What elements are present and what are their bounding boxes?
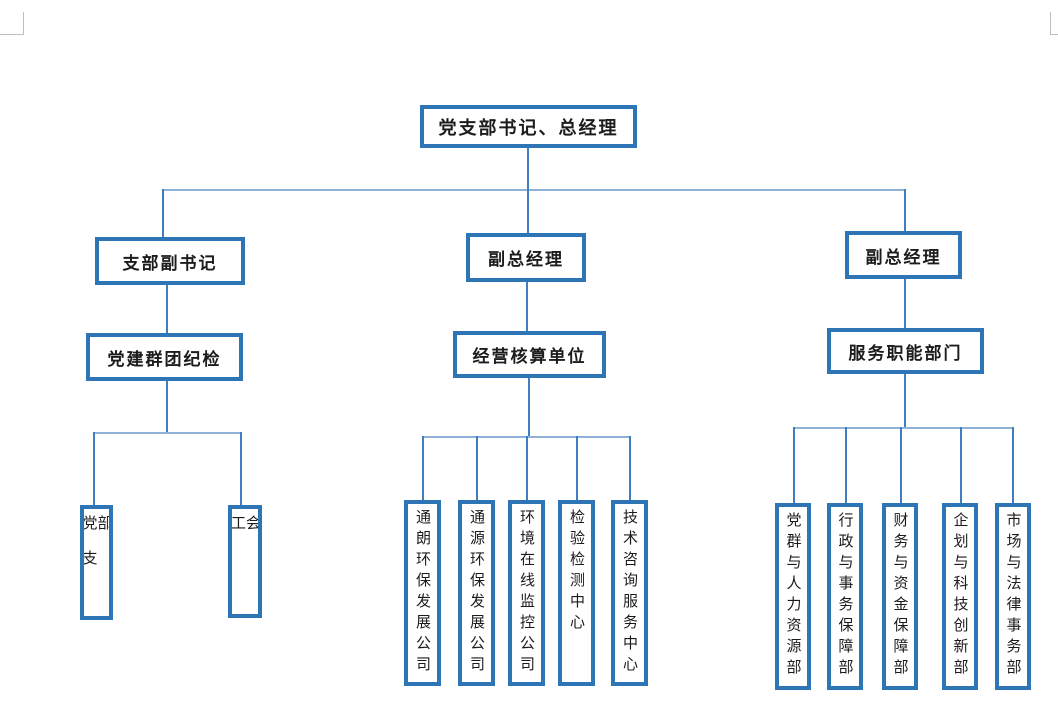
org-box-unit-label: 党支部 (80, 515, 113, 585)
page-margin-mark-top-right-horizontal (1050, 34, 1058, 35)
org-box-unit-tonglang[interactable]: 通朗环保发展公司 (404, 500, 441, 686)
org-box-dept-right[interactable]: 服务职能部门 (827, 328, 984, 374)
connector-right-manager-dept (904, 279, 906, 328)
org-box-unit-party-branch[interactable]: 党支部 (80, 505, 113, 620)
connector-mid-drop-5 (629, 436, 631, 500)
connector-right-dept-stem (904, 374, 906, 428)
org-box-unit-label: 市场与法律事务部 (1004, 512, 1023, 680)
org-box-unit-labor-union[interactable]: 工会 (228, 505, 262, 618)
connector-drop-right-manager (904, 189, 906, 231)
org-box-unit-admin-affairs[interactable]: 行政与事务保障部 (827, 503, 863, 690)
org-box-unit-label: 工会 (229, 515, 262, 576)
org-box-unit-tongyuan[interactable]: 通源环保发展公司 (458, 500, 495, 686)
connector-root-stem (527, 148, 529, 190)
org-box-unit-label: 通朗环保发展公司 (414, 509, 432, 677)
org-box-manager-mid[interactable]: 副总经理 (466, 233, 586, 282)
connector-drop-mid-manager (527, 189, 529, 233)
connector-right-drop-1 (793, 427, 795, 503)
connector-mid-drop-2 (476, 436, 478, 500)
org-box-unit-planning-tech[interactable]: 企划与科技创新部 (942, 503, 978, 690)
org-box-unit-label: 检验检测中心 (568, 509, 586, 635)
connector-left-rail (93, 432, 241, 434)
connector-right-rail (793, 427, 1013, 429)
org-box-unit-label: 环境在线监控公司 (518, 509, 536, 677)
page-margin-mark-top-left-horizontal (0, 34, 24, 35)
org-box-unit-label: 行政与事务保障部 (836, 512, 855, 680)
connector-right-drop-5 (1012, 427, 1014, 503)
connector-left-drop-1 (93, 432, 95, 505)
connector-mid-drop-1 (422, 436, 424, 500)
org-box-unit-tech-consulting[interactable]: 技术咨询服务中心 (611, 500, 648, 686)
page-margin-mark-top-left-vertical (23, 12, 24, 35)
org-box-manager-left[interactable]: 支部副书记 (95, 237, 245, 285)
connector-left-drop-2 (240, 432, 242, 505)
connector-left-dept-stem (166, 381, 168, 433)
connector-mid-drop-3 (526, 436, 528, 500)
connector-left-manager-dept (166, 285, 168, 333)
org-box-unit-party-hr[interactable]: 党群与人力资源部 (775, 503, 811, 690)
connector-right-drop-2 (845, 427, 847, 503)
org-box-unit-label: 通源环保发展公司 (468, 509, 486, 677)
org-box-unit-env-monitoring[interactable]: 环境在线监控公司 (508, 500, 545, 686)
org-box-dept-left[interactable]: 党建群团纪检 (86, 333, 243, 381)
page-margin-mark-top-right-vertical (1050, 12, 1051, 35)
org-box-unit-label: 企划与科技创新部 (951, 512, 970, 680)
org-box-unit-label: 技术咨询服务中心 (621, 509, 639, 677)
connector-level1-rail (162, 189, 905, 191)
org-box-root[interactable]: 党支部书记、总经理 (420, 105, 637, 148)
connector-mid-manager-dept (526, 282, 528, 331)
connector-mid-dept-stem (528, 378, 530, 437)
org-box-dept-mid[interactable]: 经营核算单位 (453, 331, 606, 378)
org-box-unit-label: 党群与人力资源部 (784, 512, 803, 680)
org-box-unit-inspection-center[interactable]: 检验检测中心 (558, 500, 595, 686)
connector-right-drop-3 (900, 427, 902, 503)
connector-mid-drop-4 (576, 436, 578, 500)
org-box-unit-market-legal[interactable]: 市场与法律事务部 (995, 503, 1031, 690)
org-box-unit-finance-funds[interactable]: 财务与资金保障部 (882, 503, 918, 690)
org-box-unit-label: 财务与资金保障部 (891, 512, 910, 680)
connector-drop-left-manager (162, 189, 164, 237)
org-box-manager-right[interactable]: 副总经理 (845, 231, 962, 279)
connector-right-drop-4 (960, 427, 962, 503)
